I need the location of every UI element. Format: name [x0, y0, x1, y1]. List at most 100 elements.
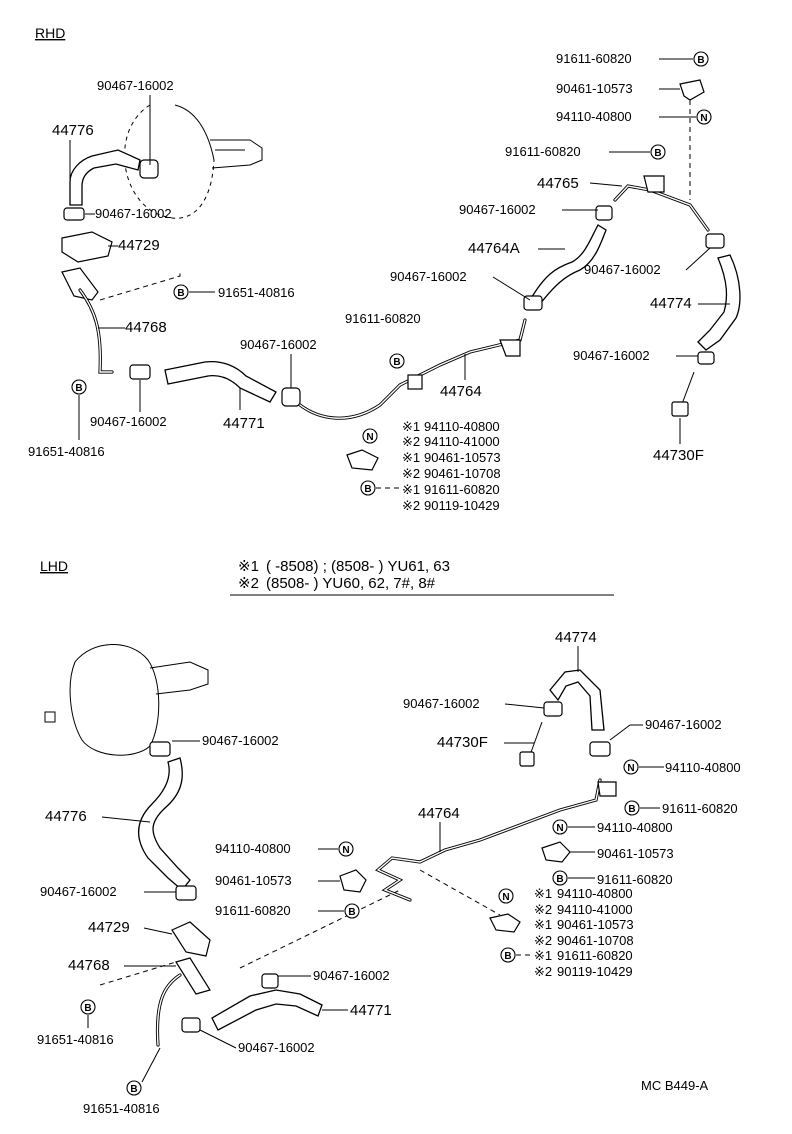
rhd-label-44771: 44771 — [223, 415, 265, 432]
rhd-label-bolt-91651-right: 91651-40816 — [218, 285, 295, 300]
rhd-label-top-90461: 90461-10573 — [556, 81, 633, 96]
diagram-id: MC B449-A — [641, 1078, 709, 1093]
svg-text:B: B — [556, 874, 563, 885]
rhd-group-mark: ※2 — [402, 466, 420, 481]
note-1-mark: ※1 — [238, 558, 259, 575]
lhd-bolt-b-a-icon — [80, 999, 96, 1015]
rhd-label-clamp-44764a-top: 90467-16002 — [459, 202, 536, 217]
svg-text:B: B — [393, 357, 400, 368]
rhd-hose-44771 — [164, 360, 277, 403]
rhd-top-n-icon — [696, 109, 712, 125]
lhd-label-clamp-44771: 90467-16002 — [313, 968, 390, 983]
lhd-label-r-91611-a: 91611-60820 — [662, 801, 738, 816]
rhd-label-bolt-91611-mid: 91611-60820 — [345, 311, 421, 326]
svg-text:B: B — [75, 383, 82, 394]
rhd-label-44729: 44729 — [118, 237, 160, 254]
rhd-bolt-b-mid-icon — [389, 353, 405, 369]
rhd-group-pn: 91611-60820 — [424, 482, 500, 497]
lhd-label-44768: 44768 — [68, 957, 110, 974]
lhd-label-44776: 44776 — [45, 808, 87, 825]
svg-text:N: N — [342, 845, 349, 856]
lhd-label-clamp-bottom: 90467-16002 — [238, 1040, 315, 1055]
rhd-bracket-44729 — [61, 231, 113, 263]
svg-text:N: N — [627, 763, 634, 774]
rhd-label-top-91611-a: 91611-60820 — [556, 51, 632, 66]
svg-text:B: B — [697, 55, 704, 66]
rhd-label-clamp-44764a-bot: 90467-16002 — [390, 269, 467, 284]
rhd-clamp-44764a-top-icon — [595, 205, 613, 221]
lhd-right-n-b-icon — [552, 819, 568, 835]
rhd-group-mark: ※1 — [402, 482, 420, 497]
lhd-right-b-a-icon — [624, 800, 640, 816]
lhd-group-pn: 90119-10429 — [557, 964, 633, 979]
rhd-group-mark: ※2 — [402, 434, 420, 449]
lhd-hose-44776 — [137, 757, 191, 891]
rhd-label-clamp-lower-left: 90467-16002 — [90, 414, 167, 429]
svg-text:B: B — [364, 484, 371, 495]
lhd-group-n-icon — [498, 888, 514, 904]
lhd-label-44774: 44774 — [555, 629, 597, 646]
lhd-right-b-b-icon — [552, 870, 568, 886]
rhd-hose-44764a — [529, 224, 607, 305]
rhd-section-label: RHD — [35, 25, 65, 41]
rhd-label-clamp-top: 90467-16002 — [97, 78, 174, 93]
rhd-bolt-b-bottom-icon — [71, 379, 87, 395]
rhd-group-pn: 94110-41000 — [424, 434, 500, 449]
svg-text:N: N — [700, 113, 707, 124]
lhd-label-44771: 44771 — [350, 1002, 392, 1019]
svg-text:N: N — [502, 892, 509, 903]
lhd-label-bolt-91651-b: 91651-40816 — [83, 1101, 160, 1116]
rhd-label-44730f: 44730F — [653, 447, 704, 464]
lhd-right-n-a-icon — [623, 759, 639, 775]
rhd-brake-booster — [124, 104, 263, 219]
lhd-group-mark: ※2 — [534, 933, 552, 948]
rhd-top-b-b-icon — [650, 144, 666, 160]
rhd-group-b-icon — [360, 480, 376, 496]
lhd-label-r-94110-b: 94110-40800 — [597, 820, 673, 835]
lhd-label-91611: 91611-60820 — [215, 903, 291, 918]
rhd-label-clamp-left: 90467-16002 — [95, 206, 172, 221]
lhd-check-valve-44730f — [519, 721, 543, 767]
note-2-text: (8508- ) YU60, 62, 7#, 8# — [266, 575, 436, 592]
rhd-group-pn: 90461-10573 — [424, 450, 501, 465]
lhd-group-mark: ※1 — [534, 917, 552, 932]
lhd-group-pn: 90461-10708 — [557, 933, 634, 948]
lhd-group-mark: ※1 — [534, 886, 552, 901]
rhd-group-mark: ※1 — [402, 419, 420, 434]
svg-text:B: B — [177, 288, 184, 299]
lhd-bracket-44729 — [171, 921, 211, 957]
svg-text:B: B — [504, 951, 511, 962]
rhd-group-clip-icon — [346, 449, 379, 471]
lhd-label-44730f: 44730F — [437, 734, 488, 751]
rhd-label-clamp-right-top: 90467-16002 — [584, 262, 661, 277]
lhd-hose-44771 — [211, 989, 323, 1031]
rhd-group-pn: 90119-10429 — [424, 498, 500, 513]
lhd-section-label: LHD — [40, 558, 68, 574]
lhd-label-90461: 90461-10573 — [215, 873, 292, 888]
lhd-label-clamp-booster: 90467-16002 — [202, 733, 279, 748]
svg-text:N: N — [366, 432, 373, 443]
rhd-hose-44774 — [697, 254, 741, 351]
note-1-text: ( -8508) ; (8508- ) YU61, 63 — [266, 558, 450, 575]
lhd-left-n-icon — [338, 841, 354, 857]
lhd-group-pn: 94110-41000 — [557, 902, 633, 917]
svg-text:B: B — [130, 1084, 137, 1095]
rhd-check-valve-44730f — [671, 371, 695, 417]
rhd-top-clip-icon — [679, 79, 705, 101]
rhd-label-44765: 44765 — [537, 175, 579, 192]
lhd-label-clamp-44774-left: 90467-16002 — [403, 696, 480, 711]
svg-text:B: B — [628, 804, 635, 815]
rhd-clamp-right-top-icon — [705, 233, 725, 249]
note-2-mark: ※2 — [238, 575, 259, 592]
lhd-hose-44774 — [549, 669, 605, 731]
rhd-group-n-icon — [362, 428, 378, 444]
rhd-top-b-a-icon — [693, 51, 709, 67]
rhd-group-mark: ※1 — [402, 450, 420, 465]
lhd-clamp-booster-icon — [149, 741, 171, 757]
lhd-pipe-44764 — [375, 778, 602, 902]
rhd-label-clamp-right-bot: 90467-16002 — [573, 348, 650, 363]
lhd-clamp-44771-icon — [261, 973, 279, 989]
lhd-brake-booster — [44, 644, 209, 756]
rhd-hose-44776 — [69, 149, 141, 206]
